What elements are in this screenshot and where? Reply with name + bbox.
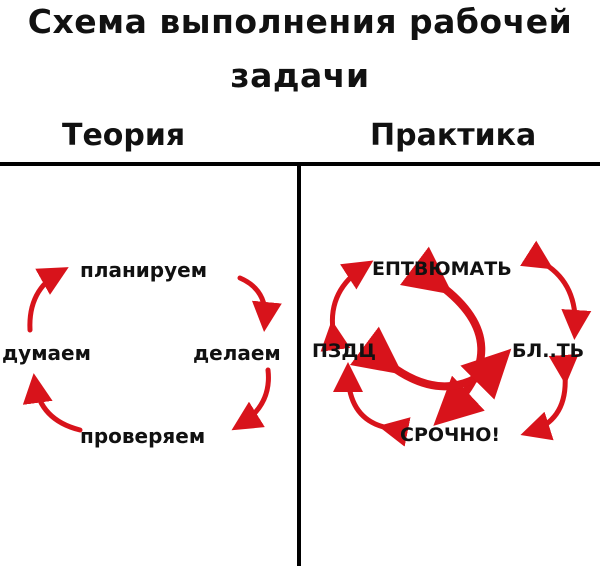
theory-node-think: думаем [2,341,91,365]
practice-node-blt: БЛ..ТЬ [512,340,585,362]
theory-heading: Теория [62,118,186,153]
theory-node-plan: планируем [80,258,208,282]
practice-node-eptvyumat: ЕПТВЮМАТЬ [372,258,512,280]
vertical-divider [297,162,301,566]
theory-cycle-arrows [22,267,282,433]
practice-cycle-arrows [320,240,592,447]
theory-node-check: проверяем [80,424,206,448]
practice-node-srochno: СРОЧНО! [400,424,501,446]
practice-chaos-arrows [350,246,512,426]
title-line-1: Схема выполнения рабочей [27,2,573,41]
title-line-2: задачи [230,56,370,95]
arrow-check-to-think-icon [22,373,83,433]
theory-node-do: делаем [193,341,281,365]
arrow-think-to-plan-icon [27,267,69,333]
arrow-plan-to-do-icon [237,275,282,332]
practice-heading: Практика [370,118,537,153]
practice-node-pzdc: ПЗДЦ [312,340,376,362]
arrow-do-to-check-icon [231,367,271,431]
